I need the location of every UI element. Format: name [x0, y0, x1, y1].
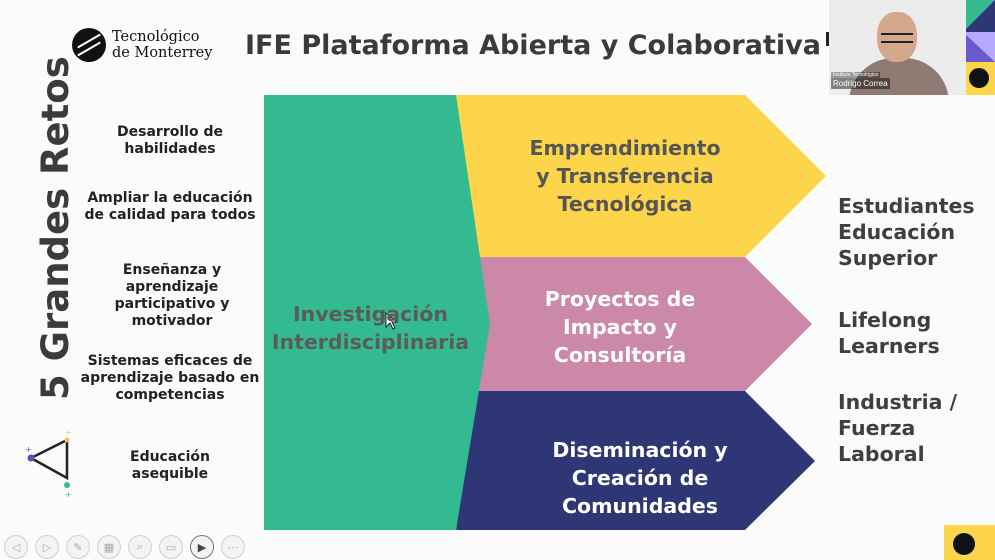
- participant-head: [877, 12, 917, 62]
- corner-decoration-bottom: [944, 525, 995, 560]
- presentation-toolbar: ◁ ▷ ✎ ▦ ⌕ ▭ ▶ ⋯: [4, 535, 245, 559]
- logo-line-2: de Monterrey: [112, 45, 213, 61]
- svg-text:+: +: [65, 428, 72, 437]
- slides-grid-icon[interactable]: ▦: [97, 535, 121, 559]
- arrow-label-emprendimiento: Emprendimiento y Transferencia Tecnológi…: [529, 136, 721, 216]
- center-block-label: Investigación Interdisciplinaria: [271, 302, 470, 354]
- audience-lifelong: Lifelong Learners: [838, 308, 940, 358]
- challenge-item: Enseñanza y aprendizaje participativo y …: [114, 262, 230, 329]
- arrow-label-diseminacion: Diseminación y Creación de Comunidades: [552, 438, 728, 518]
- challenge-item: Desarrollo de habilidades: [117, 124, 223, 157]
- challenge-item: Sistemas eficaces de aprendizaje basado …: [80, 353, 260, 403]
- cursor-icon: [385, 311, 399, 330]
- participant-video[interactable]: Instituto Tecnológico Rodrigo Correa: [829, 0, 966, 95]
- audience-industry: Industria / Fuerza Laboral: [838, 390, 958, 466]
- svg-text:+: +: [65, 490, 72, 498]
- subtitles-icon[interactable]: ▭: [159, 535, 183, 559]
- tec-logo-icon: [72, 28, 106, 62]
- arrow-diseminacion: [456, 391, 815, 530]
- audience-students: Estudiantes Educación Superior: [838, 194, 975, 270]
- participant-institution: Instituto Tecnológico: [831, 72, 881, 78]
- green-block: [264, 95, 490, 530]
- challenge-item: Educación asequible: [130, 449, 210, 482]
- challenge-item: Ampliar la educación de calidad para tod…: [84, 190, 256, 223]
- arrow-label-proyectos: Proyectos de Impacto y Consultoría: [544, 287, 696, 367]
- slide-decoration: [826, 32, 829, 46]
- logo-line-1: Tecnológico: [112, 29, 200, 45]
- arrow-proyectos: [474, 257, 812, 391]
- arrow-emprendimiento: [456, 95, 826, 257]
- tec-monterrey-logo: Tecnológico de Monterrey: [72, 28, 212, 62]
- corner-decoration: [963, 0, 995, 95]
- glasses-icon: [881, 33, 913, 43]
- camera-icon[interactable]: ▶: [190, 535, 214, 559]
- svg-text:+: +: [25, 445, 32, 454]
- pen-icon[interactable]: ✎: [66, 535, 90, 559]
- more-options-icon[interactable]: ⋯: [221, 535, 245, 559]
- next-slide-icon[interactable]: ▷: [35, 535, 59, 559]
- participant-name: Rodrigo Correa: [831, 78, 890, 89]
- triangle-icon: + + +: [25, 428, 72, 498]
- zoom-icon[interactable]: ⌕: [128, 535, 152, 559]
- prev-slide-icon[interactable]: ◁: [4, 535, 28, 559]
- slide-title: IFE Plataforma Abierta y Colaborativa: [245, 30, 821, 61]
